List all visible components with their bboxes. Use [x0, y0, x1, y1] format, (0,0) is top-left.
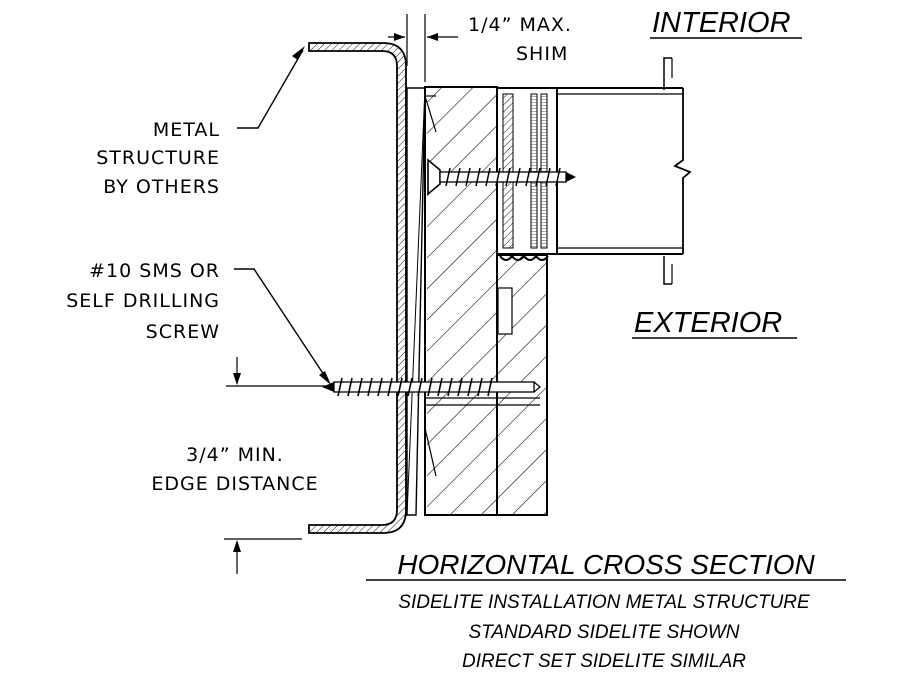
shim-wedge — [406, 87, 426, 516]
exterior-label: EXTERIOR — [634, 307, 782, 339]
glass-unit — [496, 57, 692, 285]
title-sub1: SIDELITE INSTALLATION METAL STRUCTURE — [398, 592, 810, 613]
screw-leader — [234, 268, 331, 385]
shim-label-line1: 1/4” MAX. — [468, 14, 572, 36]
screw-label-line3: SCREW — [146, 321, 220, 343]
screw-label-line1: #10 SMS OR — [89, 260, 220, 282]
edge-dimension — [224, 357, 332, 574]
title-main: HORIZONTAL CROSS SECTION — [397, 549, 815, 580]
title-sub2: STANDARD SIDELITE SHOWN — [469, 622, 740, 643]
sms-screw — [322, 377, 541, 397]
interior-label: INTERIOR — [652, 7, 791, 39]
screw-label-line2: SELF DRILLING — [66, 290, 220, 312]
metal-leader — [237, 46, 305, 129]
metal-label-line1: METAL — [153, 119, 220, 141]
shim-dimension — [388, 14, 458, 82]
frame-jamb — [424, 86, 548, 516]
edge-label-line2: EDGE DISTANCE — [151, 473, 318, 495]
metal-structure — [308, 42, 407, 534]
metal-label-line2: STRUCTURE — [96, 147, 220, 169]
shim-label-line2: SHIM — [516, 43, 568, 65]
edge-label-line1: 3/4” MIN. — [186, 444, 284, 466]
wood-screw — [427, 158, 576, 196]
metal-label-line3: BY OTHERS — [103, 176, 220, 198]
title-sub3: DIRECT SET SIDELITE SIMILAR — [462, 651, 746, 672]
